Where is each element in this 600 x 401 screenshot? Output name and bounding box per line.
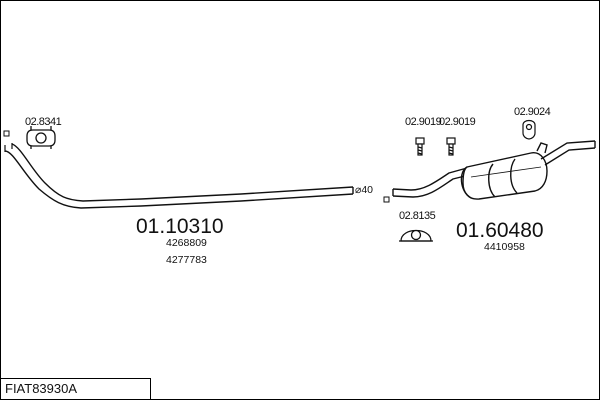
footer-code: FIAT83930A bbox=[1, 378, 151, 399]
front-pipe-oem-1: 4268809 bbox=[166, 237, 207, 249]
bolt-icon bbox=[446, 137, 456, 156]
gasket-icon bbox=[3, 130, 10, 137]
rubber-mount-icon bbox=[399, 229, 433, 242]
front-pipe-oem-2: 4277783 bbox=[166, 254, 207, 266]
bolt-icon bbox=[415, 137, 425, 156]
silencer-part-number: 01.60480 bbox=[456, 219, 544, 242]
ring-icon bbox=[383, 196, 390, 203]
clamp-label: 02.8341 bbox=[25, 116, 62, 128]
hanger-label: 02.9024 bbox=[514, 106, 551, 118]
front-pipe bbox=[4, 143, 354, 209]
hanger-icon bbox=[522, 119, 536, 140]
rear-silencer bbox=[392, 140, 596, 200]
rubber-mount-label: 02.8135 bbox=[399, 210, 436, 222]
front-pipe-part-number: 01.10310 bbox=[136, 215, 224, 238]
bolt-a-label: 02.9019 bbox=[405, 116, 442, 128]
bolt-b-label: 02.9019 bbox=[439, 116, 476, 128]
clamp-icon bbox=[26, 126, 56, 149]
silencer-oem-1: 4410958 bbox=[484, 241, 525, 253]
diameter-label: ⌀40 bbox=[355, 184, 373, 196]
